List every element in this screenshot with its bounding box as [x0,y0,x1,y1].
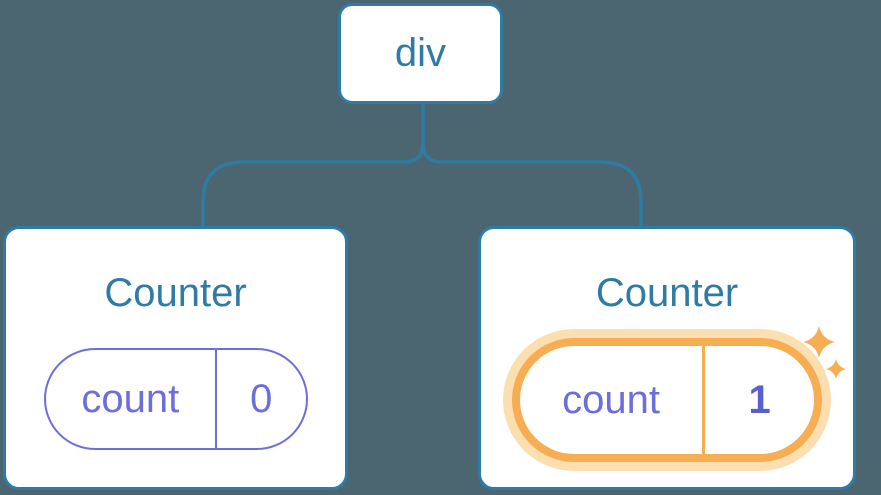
component-title: Counter [595,271,739,315]
sparkle-large [803,326,835,358]
state-pill-highlighted: count 1 [512,338,822,462]
sparkle-small [826,359,846,379]
counter-card-right: Counter count 1 [478,226,856,490]
state-value: 1 [748,377,771,422]
component-title: Counter [104,271,247,315]
root-node-label: div [394,31,447,75]
root-node-div: div [338,3,503,104]
connector-left-branch [201,104,425,228]
state-key-label: count [520,346,706,454]
state-value: 0 [250,376,273,421]
counter-card-left: Counter count 0 [3,226,348,490]
sparkles-icon [803,326,846,379]
state-key-label: count [46,350,218,448]
state-pill: count 0 [43,348,308,450]
connector-right-branch [421,104,643,228]
